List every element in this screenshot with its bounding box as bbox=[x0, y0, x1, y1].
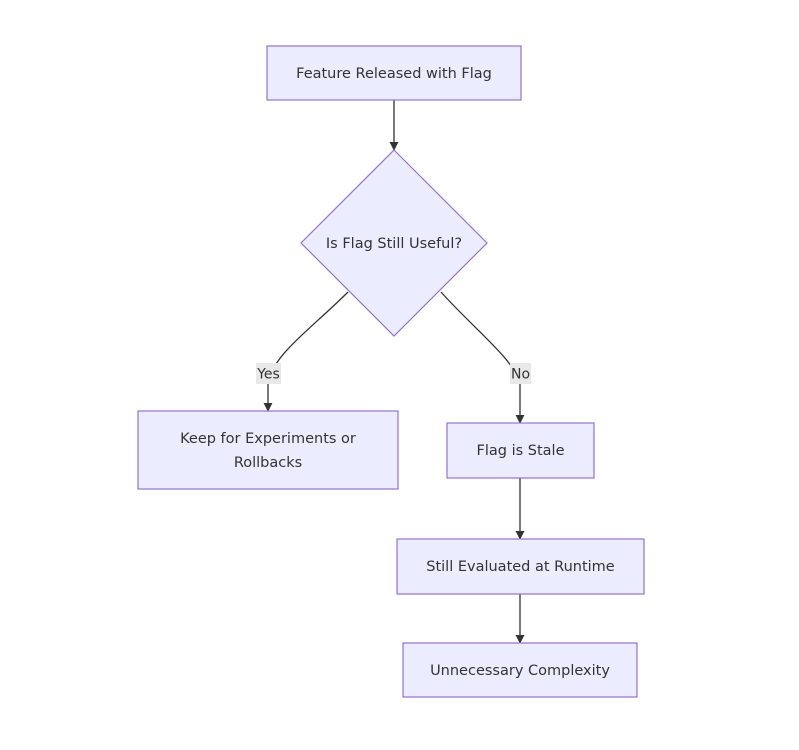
edge-label-no-background bbox=[510, 363, 531, 384]
node-decision-flag-useful: Is Flag Still Useful? bbox=[300, 149, 488, 337]
node-still-evaluated: Still Evaluated at Runtime bbox=[396, 538, 645, 595]
node-complexity-label: Unnecessary Complexity bbox=[430, 663, 610, 679]
edge-label-yes: Yes bbox=[256, 367, 280, 383]
node-unnecessary-complexity: Unnecessary Complexity bbox=[402, 642, 638, 698]
node-keep-for-experiments: Keep for Experiments or Rollbacks bbox=[137, 410, 399, 490]
edge-label-yes-background bbox=[256, 363, 281, 384]
node-stale-label: Flag is Stale bbox=[477, 443, 565, 459]
node-decision-label: Is Flag Still Useful? bbox=[326, 236, 462, 252]
edge-decision-to-stale bbox=[440, 291, 525, 424]
node-keep-label-line1: Keep for Experiments or bbox=[180, 431, 356, 447]
node-feature-released-label: Feature Released with Flag bbox=[296, 66, 492, 82]
edge-label-no: No bbox=[511, 367, 530, 383]
node-feature-released: Feature Released with Flag bbox=[266, 45, 522, 101]
node-evaluated-label: Still Evaluated at Runtime bbox=[426, 559, 615, 575]
edge-decision-to-keep bbox=[263, 291, 349, 412]
node-keep-label-line2: Rollbacks bbox=[234, 455, 302, 471]
node-flag-is-stale: Flag is Stale bbox=[446, 422, 595, 479]
